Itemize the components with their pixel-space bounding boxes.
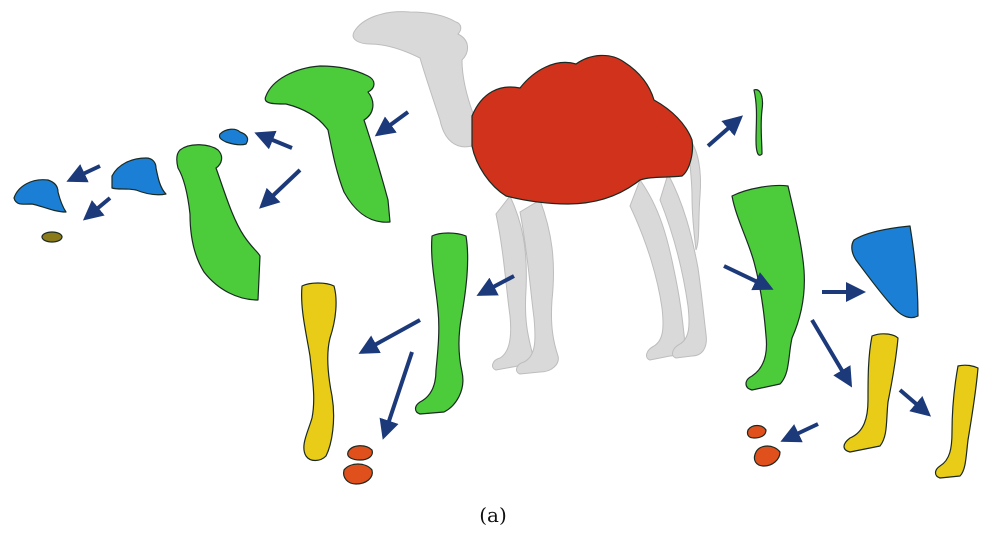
hind-lower-leg-pair	[844, 334, 898, 452]
neck	[177, 145, 260, 300]
arrow-body-to-head	[378, 112, 408, 134]
hind-thigh	[852, 226, 918, 318]
front-foot	[344, 446, 373, 484]
head-tip	[14, 180, 66, 212]
front-lower-leg	[302, 283, 336, 461]
hind-foot	[747, 426, 780, 467]
arrow-frontleg-to-foot	[384, 352, 412, 436]
tail	[754, 90, 763, 156]
head-nub	[42, 232, 62, 242]
arrow-segment-to-tip	[86, 198, 110, 218]
figure-caption: (a)	[0, 503, 986, 527]
arrow-lowerpair-to-lower	[900, 390, 928, 414]
hind-lower-leg	[936, 365, 979, 478]
arrow-frontleg-to-lower	[362, 320, 420, 352]
head-small	[219, 129, 247, 145]
arrow-neck-to-segment	[70, 166, 100, 180]
head-segment	[112, 158, 166, 195]
front-leg	[416, 233, 468, 414]
arrow-head-to-neck	[262, 170, 300, 206]
arrow-hindleg-to-lowerpair	[812, 320, 850, 384]
arrow-head-to-small	[258, 134, 292, 148]
arrow-hindleg-to-foot	[784, 424, 818, 440]
arrow-body-to-tail	[708, 118, 740, 146]
torso-hump	[472, 55, 693, 204]
